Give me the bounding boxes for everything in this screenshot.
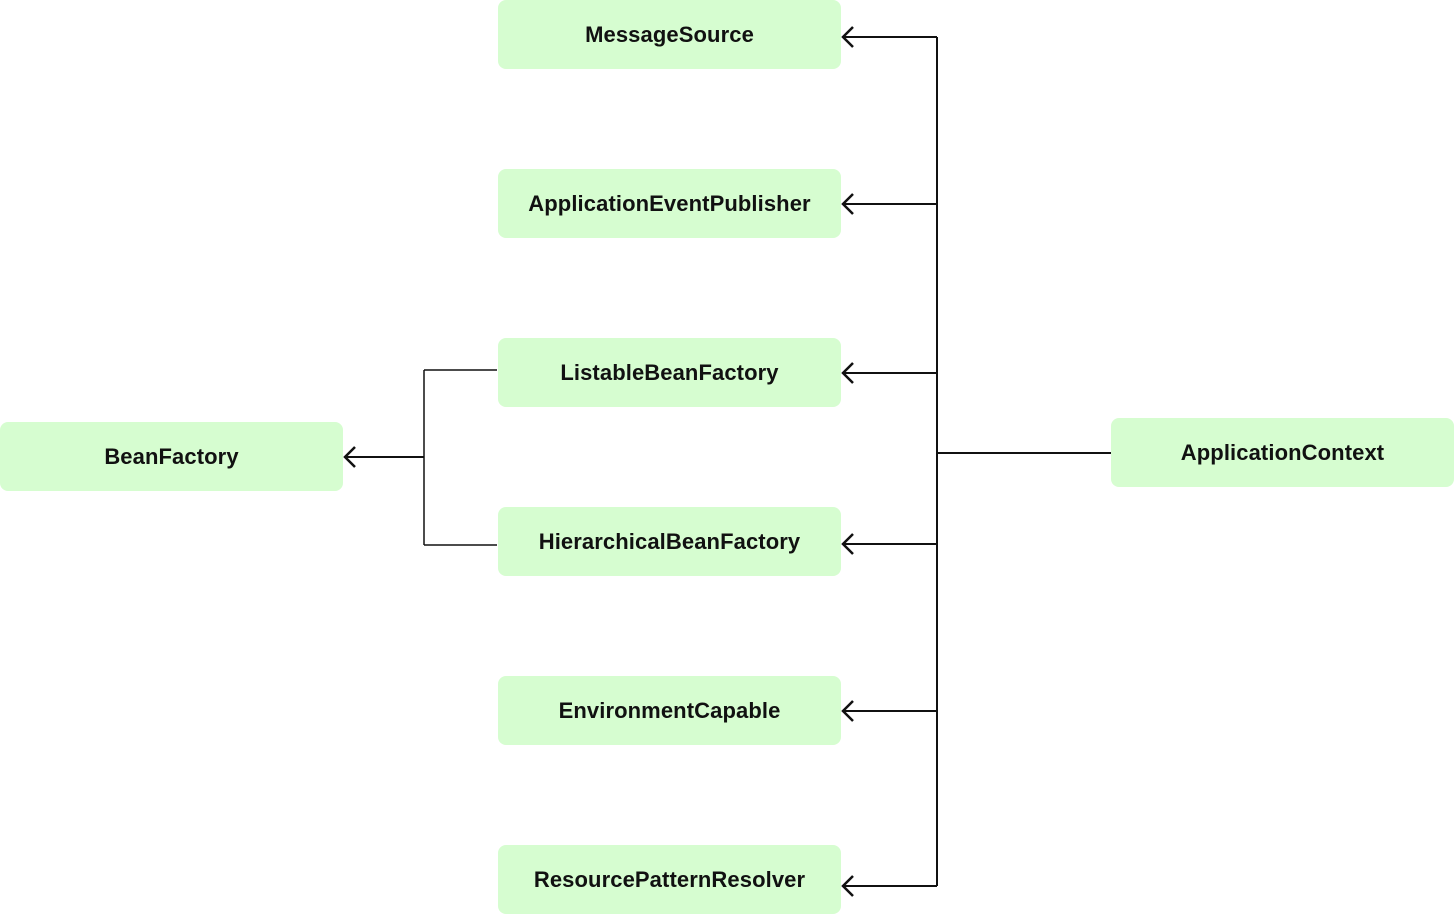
arrowhead-resourcepatternresolver bbox=[841, 875, 854, 897]
node-applicationcontext: ApplicationContext bbox=[1111, 418, 1454, 487]
arrowhead-listablebeanfactory bbox=[841, 362, 854, 384]
node-listablebeanfactory: ListableBeanFactory bbox=[498, 338, 841, 407]
arrowhead-hierarchicalbeanfactory bbox=[841, 533, 854, 555]
node-applicationeventpublisher: ApplicationEventPublisher bbox=[498, 169, 841, 238]
node-messagesource: MessageSource bbox=[498, 0, 841, 69]
arrowhead-applicationeventpublisher bbox=[841, 193, 854, 215]
arrowhead-environmentcapable bbox=[841, 700, 854, 722]
arrowhead-messagesource bbox=[841, 26, 854, 48]
arrowhead-beanfactory bbox=[343, 446, 356, 468]
node-hierarchicalbeanfactory: HierarchicalBeanFactory bbox=[498, 507, 841, 576]
node-beanfactory: BeanFactory bbox=[0, 422, 343, 491]
node-resourcepatternresolver: ResourcePatternResolver bbox=[498, 845, 841, 914]
node-environmentcapable: EnvironmentCapable bbox=[498, 676, 841, 745]
